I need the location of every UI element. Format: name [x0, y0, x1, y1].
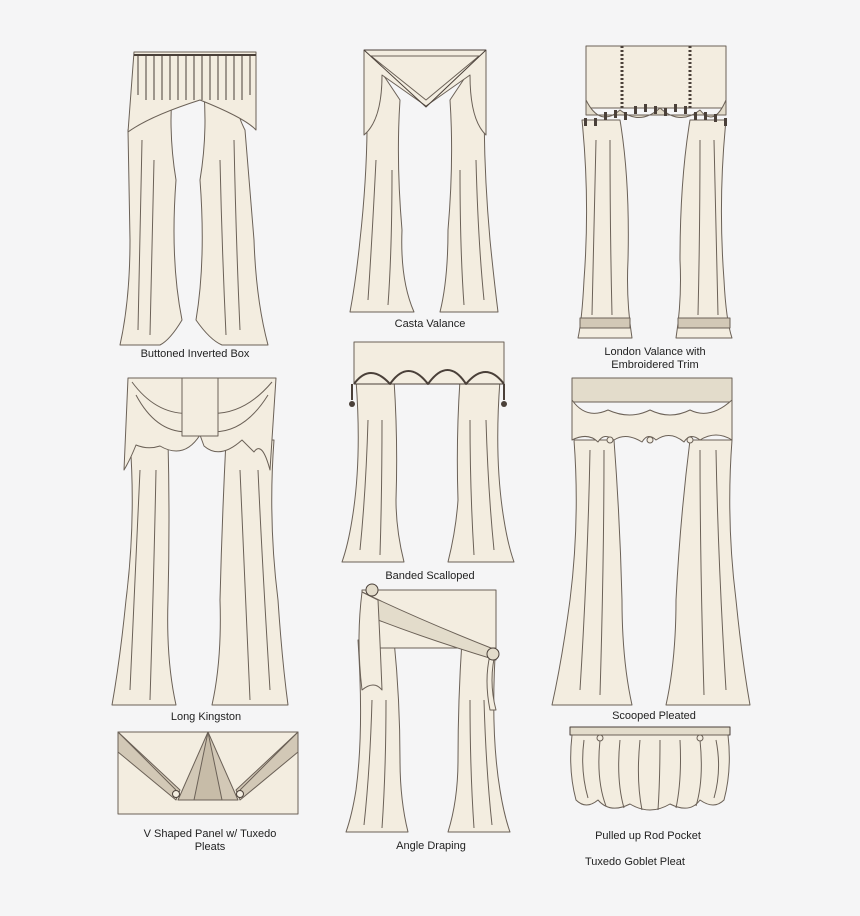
caption-london-valance-line1: London Valance with	[604, 346, 706, 358]
caption-pulled-up-rod-pocket: Pulled up Rod Pocket	[595, 830, 701, 842]
caption-v-shaped-line1: V Shaped Panel w/ Tuxedo	[143, 828, 277, 840]
scooped-pleated-illustration	[551, 377, 751, 706]
long-kingston-illustration	[111, 377, 289, 706]
caption-casta-valance: Casta Valance	[394, 318, 466, 330]
angle-draping-illustration	[345, 583, 511, 833]
caption-tuxedo-goblet-pleat: Tuxedo Goblet Pleat	[585, 856, 685, 868]
london-valance-illustration	[577, 45, 733, 339]
caption-angle-draping: Angle Draping	[396, 840, 466, 852]
caption-london-valance-line2: Embroidered Trim	[611, 359, 699, 371]
caption-long-kingston: Long Kingston	[170, 711, 242, 723]
caption-buttoned-inverted-box: Buttoned Inverted Box	[140, 348, 250, 360]
buttoned-inverted-box-illustration	[119, 51, 269, 346]
banded-scalloped-illustration	[341, 341, 515, 563]
caption-v-shaped-line2: Pleats	[194, 841, 226, 853]
caption-banded-scalloped: Banded Scalloped	[385, 570, 475, 582]
caption-scooped-pleated: Scooped Pleated	[612, 710, 696, 722]
pulled-up-rod-pocket-illustration	[569, 726, 731, 811]
v-shaped-panel-illustration	[117, 731, 299, 815]
casta-valance-illustration	[349, 49, 499, 313]
